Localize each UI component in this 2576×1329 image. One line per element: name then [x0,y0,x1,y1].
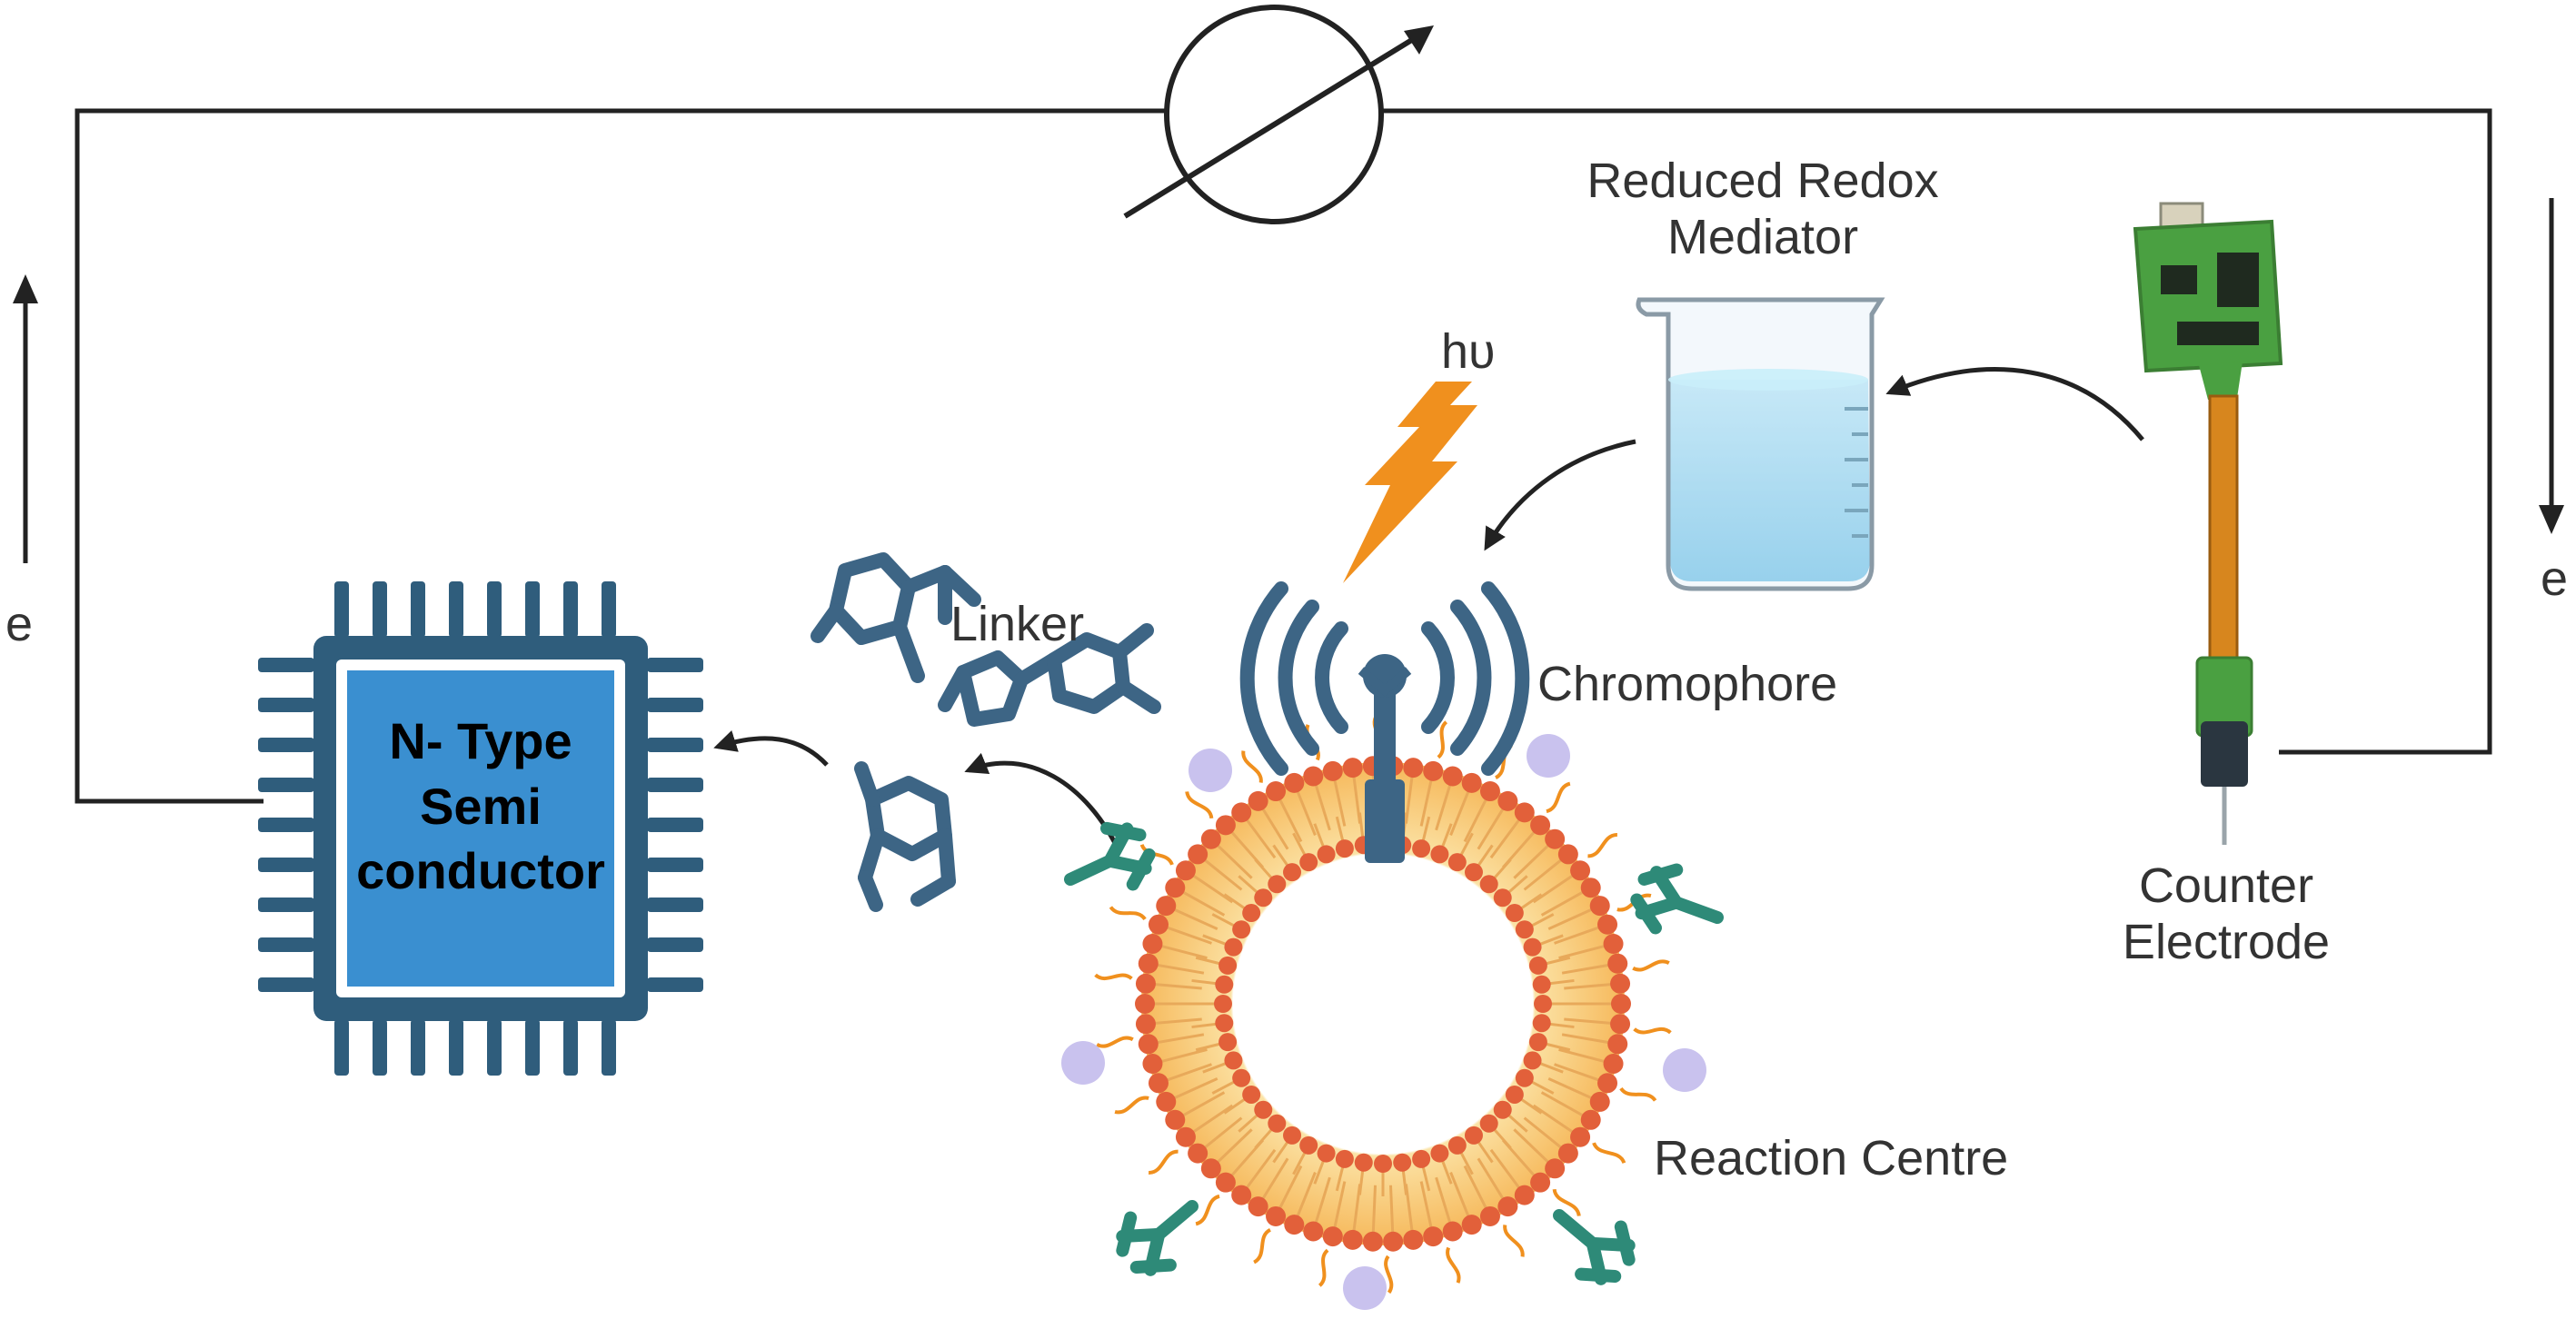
antenna-signal-icon [1239,581,1530,863]
reduced-redox-line-1: Reduced Redox [1586,154,1939,208]
semiconductor-line-3: conductor [356,842,605,900]
antibody-icon [1064,821,1724,1285]
photon-label: hυ [1441,324,1496,379]
chromophore-label: Chromophore [1537,657,1838,711]
semiconductor-label: N- Type Semi conductor [349,709,612,904]
electron-arrow-down-icon [2539,198,2564,534]
vesicle-particles [1061,734,1706,1310]
molecule-icon [811,552,1161,912]
counter-electrode-label: Counter Electrode [2081,858,2372,970]
variable-resistor-icon [1123,5,1434,224]
linker-label: Linker [950,597,1085,651]
counter-electrode-line-2: Electrode [2122,915,2331,970]
beaker-icon [1636,297,1885,591]
electron-label-left: e [5,597,34,651]
chip-icon [258,581,703,1076]
electrode-probe-icon [2133,202,2283,845]
semiconductor-line-2: Semi [420,777,542,835]
semiconductor-line-1: N- Type [389,712,572,769]
counter-electrode-line-1: Counter [2138,858,2314,913]
reaction-centre-label: Reaction Centre [1654,1131,2009,1185]
circuit-wire [75,108,2492,804]
electron-arrow-up-icon [13,274,38,563]
reduced-redox-line-2: Mediator [1666,210,1859,265]
lightning-icon [1343,382,1477,583]
liposome-icon [1094,713,1672,1294]
electron-label-right: e [2541,551,2569,606]
reduced-redox-mediator-label: Reduced Redox Mediator [1545,153,1981,265]
